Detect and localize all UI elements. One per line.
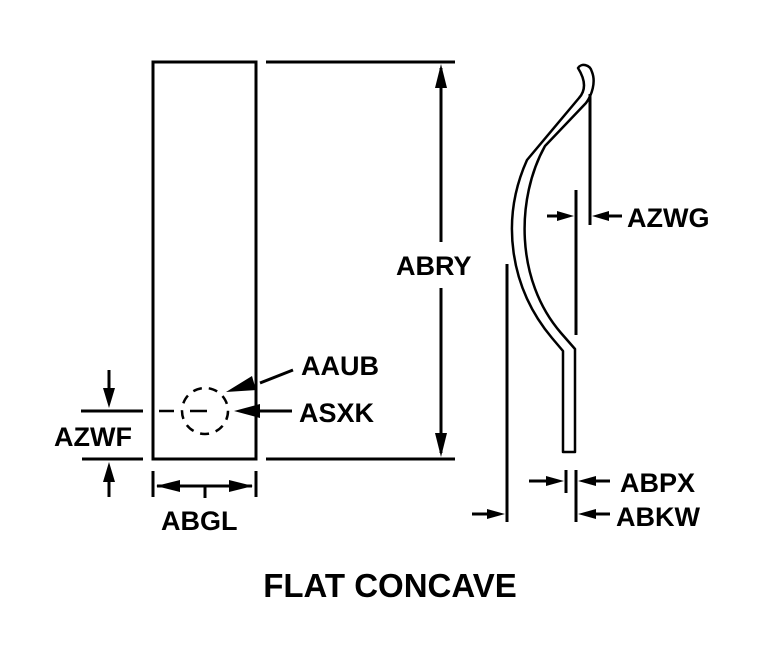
asxk-label: ASXK xyxy=(299,398,375,428)
abgl-dimension: ABGL xyxy=(151,471,258,536)
asxk-arrow-icon xyxy=(234,404,260,418)
azwf-label: AZWF xyxy=(54,422,132,452)
abgl-label: ABGL xyxy=(161,506,238,536)
diagram-title: FLAT CONCAVE xyxy=(263,567,517,604)
aaub-arrow-icon xyxy=(226,376,256,392)
abkw-arrow-left-icon xyxy=(578,509,596,519)
abpx-arrow-right-icon xyxy=(546,476,564,486)
azwf-dimension: AZWF xyxy=(54,370,143,497)
azwg-dimension: AZWG xyxy=(547,94,709,335)
abpx-arrow-left-icon xyxy=(578,476,596,486)
abry-label: ABRY xyxy=(396,251,472,281)
front-view-outline xyxy=(151,60,258,461)
azwg-arrow-left-icon xyxy=(592,211,609,221)
side-profile xyxy=(510,63,595,454)
abry-arrow-down-icon xyxy=(435,433,447,457)
spring-profile-outline xyxy=(510,63,595,454)
aaub-leader: AAUB xyxy=(226,351,379,392)
abgl-arrow-right-icon xyxy=(229,480,253,492)
azwf-arrow-down-icon xyxy=(103,388,115,408)
azwg-label: AZWG xyxy=(627,203,709,233)
abry-dimension: ABRY xyxy=(266,60,472,461)
aaub-label: AAUB xyxy=(301,351,379,381)
hole-feature xyxy=(159,386,230,436)
abkw-label: ABKW xyxy=(616,502,700,532)
abpx-dimension: ABPX xyxy=(529,468,695,522)
abgl-arrow-left-icon xyxy=(156,480,180,492)
abpx-label: ABPX xyxy=(620,468,695,498)
asxk-leader: ASXK xyxy=(234,398,375,428)
azwf-arrow-up-icon xyxy=(103,462,115,482)
azwg-arrow-right-icon xyxy=(557,211,574,221)
abkw-arrow-right-icon xyxy=(487,509,505,519)
abkw-dimension: ABKW xyxy=(472,502,700,532)
aaub-leader-line xyxy=(259,368,294,385)
hole-dashed-circle xyxy=(180,386,230,436)
abry-arrow-up-icon xyxy=(435,64,447,88)
